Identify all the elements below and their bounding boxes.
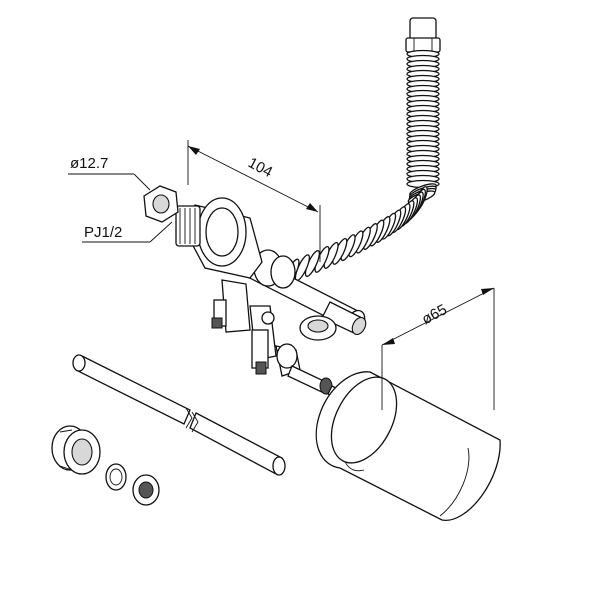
valve-body [143, 185, 367, 405]
connector-diameter-label: ø12.7 [70, 155, 108, 172]
loose-fittings [51, 425, 160, 506]
flexible-hose [284, 17, 441, 286]
dimension-lines [68, 140, 495, 410]
thread-spec-label: PJ1/2 [84, 224, 122, 241]
float-rod [72, 354, 286, 476]
float-ball [315, 371, 501, 522]
